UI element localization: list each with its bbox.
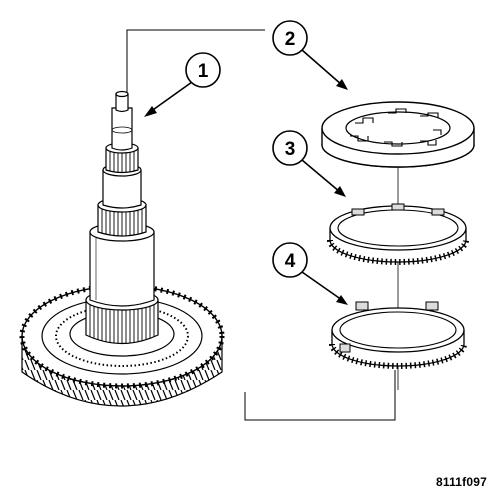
outer-ring <box>321 101 475 168</box>
callout-4-number: 4 <box>285 251 296 272</box>
middle-ring <box>327 203 469 265</box>
callout-3: 3 <box>272 130 346 197</box>
callout-4: 4 <box>272 242 348 305</box>
callout-2: 2 <box>272 20 348 90</box>
callout-1: 1 <box>144 52 221 117</box>
mainshaft-assembly <box>19 90 225 407</box>
callout-3-number: 3 <box>285 139 296 160</box>
leader-bracket-bottom <box>244 370 396 421</box>
callout-2-number: 2 <box>285 29 296 50</box>
callout-1-number: 1 <box>198 61 209 82</box>
leader-bracket <box>126 29 265 112</box>
inner-ring <box>329 301 467 369</box>
figure-code: 8111f097 <box>436 475 487 489</box>
